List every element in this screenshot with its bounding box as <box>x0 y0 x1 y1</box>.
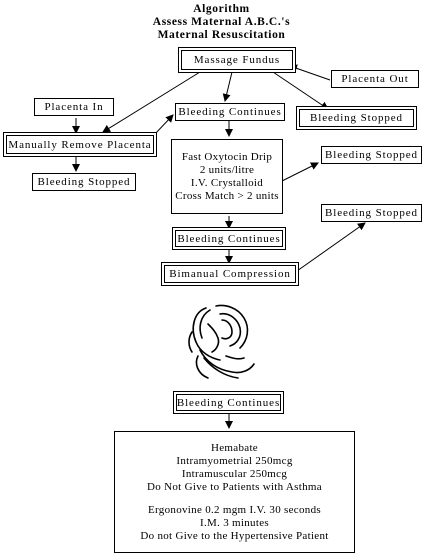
final-line-4: Do Not Give to Patients with Asthma <box>147 480 322 493</box>
bleeding-stopped-mid-right-box: Bleeding Stopped <box>321 146 422 164</box>
oxytocin-line-4: Cross Match > 2 units <box>175 189 279 202</box>
massage-fundus-box: Massage Fundus <box>181 50 293 70</box>
final-line-7: Do not Give to the Hypertensive Patient <box>140 529 329 542</box>
final-line-3: Intramuscular 250mcg <box>181 467 288 480</box>
bimanual-compression-box: Bimanual Compression <box>164 265 296 283</box>
final-line-5: Ergonovine 0.2 mgm I.V. 30 seconds <box>148 503 321 516</box>
oxytocin-line-3: I.V. Crystalloid <box>190 176 264 189</box>
bleeding-continues-box-3: Bleeding Continues <box>176 394 281 411</box>
manually-remove-placenta-box: Manually Remove Placenta <box>6 135 154 154</box>
oxytocin-line-2: 2 units/litre <box>199 163 255 176</box>
final-line-1: Hemabate <box>211 441 258 454</box>
final-line-2: Intramyometrial 250mcg <box>176 454 293 467</box>
placenta-out-box: Placenta Out <box>331 70 419 88</box>
resuscitation-heading: Maternal Resuscitation <box>157 29 286 41</box>
oxytocin-line-1: Fast Oxytocin Drip <box>181 150 273 163</box>
hemabate-ergonovine-box: Hemabate Intramyometrial 250mcg Intramus… <box>114 431 355 553</box>
bleeding-stopped-left-box: Bleeding Stopped <box>32 173 136 191</box>
bleeding-continues-box-1: Bleeding Continues <box>175 103 285 121</box>
assess-heading: Assess Maternal A.B.C.'s <box>152 16 291 28</box>
bleeding-continues-box-2: Bleeding Continues <box>175 230 283 247</box>
placenta-in-box: Placenta In <box>34 98 114 116</box>
bleeding-stopped-top-right-box: Bleeding Stopped <box>299 109 414 127</box>
algorithm-title: Algorithm <box>193 3 250 15</box>
final-line-6: I.M. 3 minutes <box>200 516 269 529</box>
oxytocin-box: Fast Oxytocin Drip 2 units/litre I.V. Cr… <box>171 139 283 214</box>
bimanual-compression-illustration <box>188 304 255 379</box>
bleeding-stopped-lower-right-box: Bleeding Stopped <box>321 204 422 222</box>
